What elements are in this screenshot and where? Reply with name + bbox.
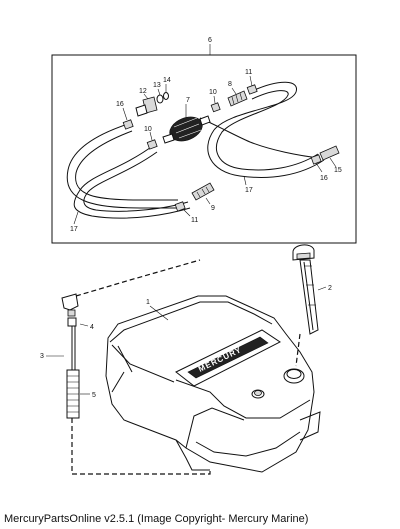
callout-13: 13 xyxy=(153,82,161,89)
callout-10-right: 10 xyxy=(209,89,217,96)
fuel-pickup-assembly xyxy=(46,293,90,419)
fuel-gauge xyxy=(292,244,327,335)
callout-15: 15 xyxy=(334,167,342,174)
kit-leader-lines xyxy=(73,75,337,225)
callout-16-left: 16 xyxy=(116,101,124,108)
fuel-line-kit-box xyxy=(51,44,357,244)
callout-3: 3 xyxy=(40,353,44,360)
callout-1: 1 xyxy=(146,299,150,306)
hose-fittings xyxy=(122,84,340,212)
fuel-tank: MERCURY xyxy=(105,295,321,473)
assembly-leader-lines xyxy=(71,259,301,475)
primer-bulb xyxy=(162,115,211,144)
fuel-hose-right xyxy=(199,81,325,178)
callout-17-right: 17 xyxy=(245,187,253,194)
callout-17-left: 17 xyxy=(70,226,78,233)
callout-16-right: 16 xyxy=(320,175,328,182)
callout-12: 12 xyxy=(139,88,147,95)
callout-5: 5 xyxy=(92,392,96,399)
callout-4: 4 xyxy=(90,324,94,331)
fuel-hose-left xyxy=(66,123,191,219)
callout-9: 9 xyxy=(211,205,215,212)
callout-8: 8 xyxy=(228,81,232,88)
callout-6: 6 xyxy=(208,37,212,44)
callout-11-top: 11 xyxy=(245,69,252,76)
callout-numbers: 6 14 13 12 16 7 10 10 8 11 15 16 17 9 11… xyxy=(40,37,342,399)
callout-7: 7 xyxy=(186,97,190,104)
callout-2: 2 xyxy=(328,285,332,292)
callout-10-left: 10 xyxy=(144,126,152,133)
callout-11-bottom: 11 xyxy=(191,217,198,224)
callout-14: 14 xyxy=(163,77,171,84)
copyright-footer: MercuryPartsOnline v2.5.1 (Image Copyrig… xyxy=(4,513,309,525)
